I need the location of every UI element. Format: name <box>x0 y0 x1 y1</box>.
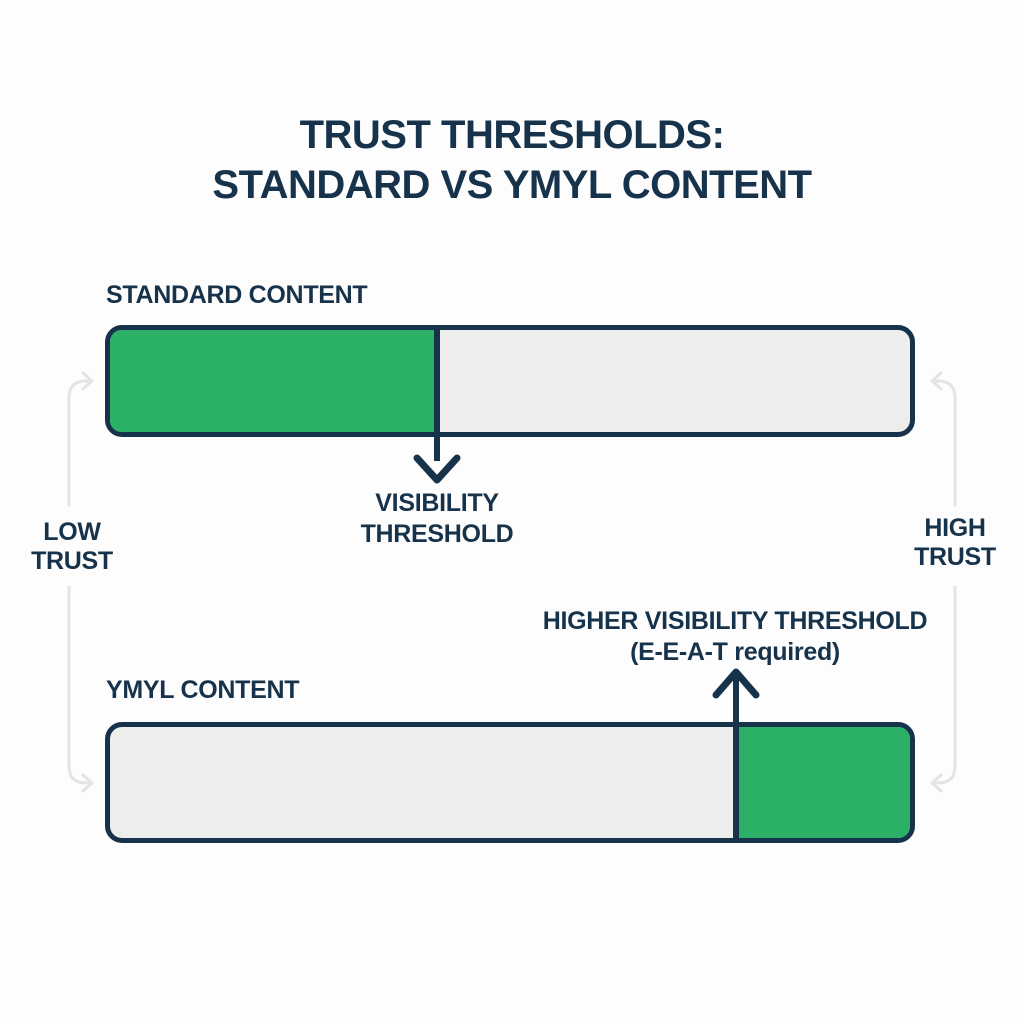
high-trust-label: HIGH TRUST <box>895 514 1015 572</box>
visibility-threshold-line2: THRESHOLD <box>360 520 514 548</box>
ymyl-content-label: YMYL CONTENT <box>106 676 300 704</box>
low-trust-label: LOW TRUST <box>12 518 132 576</box>
higher-visibility-threshold-label: HIGHER VISIBILITY THRESHOLD (E-E-A-T req… <box>510 606 960 668</box>
low-trust-line2: TRUST <box>31 547 113 575</box>
standard-content-bar <box>105 325 915 437</box>
low-trust-line1: LOW <box>43 518 101 546</box>
ymyl-content-bar <box>105 722 915 843</box>
right-bracket-icon <box>930 371 957 793</box>
higher-visibility-threshold-line1: HIGHER VISIBILITY THRESHOLD <box>542 607 928 635</box>
diagram-title-line2: STANDARD VS YMYL CONTENT <box>212 163 812 207</box>
standard-bar-fill <box>110 330 438 432</box>
diagram-title-line1: TRUST THRESHOLDS: <box>299 113 725 157</box>
ymyl-bar-fill <box>734 727 910 838</box>
left-bracket-icon <box>67 371 94 793</box>
standard-content-label: STANDARD CONTENT <box>106 281 368 309</box>
high-trust-line1: HIGH <box>924 514 986 542</box>
high-trust-line2: TRUST <box>914 543 996 571</box>
visibility-threshold-line1: VISIBILITY <box>375 489 499 517</box>
higher-visibility-threshold-line2: (E-E-A-T required) <box>630 638 840 666</box>
diagram-title: TRUST THRESHOLDS: STANDARD VS YMYL CONTE… <box>0 110 1024 210</box>
visibility-threshold-label: VISIBILITY THRESHOLD <box>287 488 587 550</box>
